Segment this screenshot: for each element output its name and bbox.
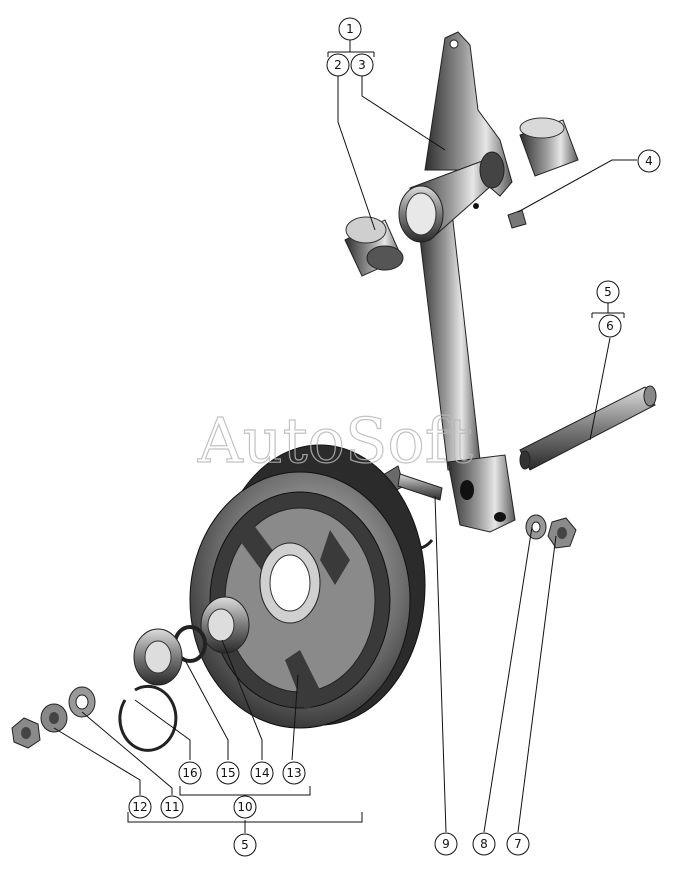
lock-washer-12 [40,703,68,733]
axle-shaft [519,385,657,471]
svg-text:14: 14 [254,766,269,780]
callout-12: 12 [128,795,152,819]
callout-16: 16 [178,761,202,785]
svg-text:12: 12 [132,800,147,814]
svg-text:3: 3 [358,58,366,72]
callout-9: 9 [434,832,458,856]
svg-text:5: 5 [241,838,249,852]
callout-13: 13 [282,761,306,785]
bearing-14 [200,596,250,654]
svg-text:13: 13 [286,766,301,780]
grease-fitting [507,209,527,229]
svg-text:4: 4 [645,154,653,168]
arm-hub [398,151,505,243]
nut-7 [547,517,577,549]
svg-text:2: 2 [334,58,342,72]
svg-text:5: 5 [604,285,612,299]
callout-5-top: 5 [596,280,620,304]
svg-text:11: 11 [164,800,179,814]
callout-8: 8 [472,832,496,856]
svg-text:8: 8 [480,837,488,851]
circlip-lower [118,684,178,752]
callout-2: 2 [326,53,350,77]
callout-14: 14 [250,761,274,785]
svg-text:10: 10 [237,800,252,814]
watermark: AutoSoft [197,404,473,477]
washer-11 [68,686,96,718]
callout-7: 7 [506,832,530,856]
svg-text:7: 7 [514,837,522,851]
bearing-16 [133,628,183,686]
nut-lower [11,717,41,749]
callout-4: 4 [637,149,661,173]
svg-text:1: 1 [346,22,354,36]
callout-15: 15 [216,761,240,785]
callout-3: 3 [350,53,374,77]
leader-lines [53,40,637,833]
svg-text:6: 6 [606,319,614,333]
svg-text:9: 9 [442,837,450,851]
bushing-2 [344,216,404,277]
callout-5-bottom: 5 [233,833,257,857]
washer-8 [525,514,547,540]
pulley-wheel [189,444,426,729]
callout-6: 6 [598,314,622,338]
svg-text:15: 15 [220,766,235,780]
bushing-3 [519,117,579,177]
svg-text:16: 16 [182,766,197,780]
callout-10: 10 [233,795,257,819]
callout-11: 11 [160,795,184,819]
callout-1: 1 [338,17,362,41]
